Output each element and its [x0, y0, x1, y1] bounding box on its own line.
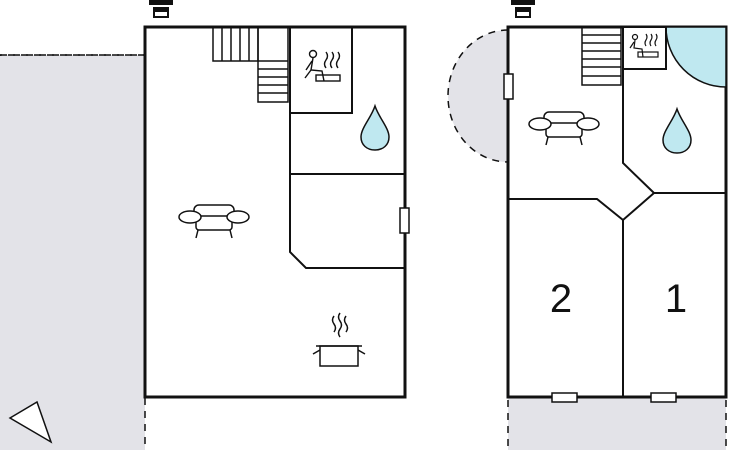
sauna-icon — [629, 33, 659, 58]
window-icon — [650, 392, 677, 403]
window-icon — [503, 73, 514, 100]
storage-room-wall — [289, 174, 405, 269]
sofa-icon — [528, 111, 600, 146]
water-drop-icon — [662, 106, 692, 154]
right-building: 2 1 — [503, 25, 728, 403]
semicircle-patio — [447, 29, 509, 163]
water-drop-icon — [360, 103, 390, 151]
window-icon — [551, 392, 578, 403]
sofa-icon — [178, 204, 250, 239]
outdoor-terrace-left — [0, 54, 146, 450]
bathroom-wall — [622, 69, 726, 194]
pool-area — [665, 26, 727, 88]
window-icon — [399, 207, 410, 234]
sauna-icon — [304, 49, 341, 82]
left-building — [143, 25, 410, 399]
entrance-icon — [149, 0, 173, 18]
sauna-room-wall — [289, 27, 353, 114]
stairs-icon — [581, 26, 622, 86]
bedroom-1-label: 1 — [665, 277, 687, 321]
outdoor-terrace-right — [507, 398, 727, 450]
cooking-pot-icon — [312, 312, 366, 367]
bedroom-2-label: 2 — [550, 277, 572, 321]
stairs-icon — [212, 26, 289, 103]
bedroom-wall — [508, 192, 655, 222]
entrance-icon — [511, 0, 535, 18]
north-arrow-icon — [8, 400, 53, 444]
sauna-room-wall — [622, 26, 667, 70]
